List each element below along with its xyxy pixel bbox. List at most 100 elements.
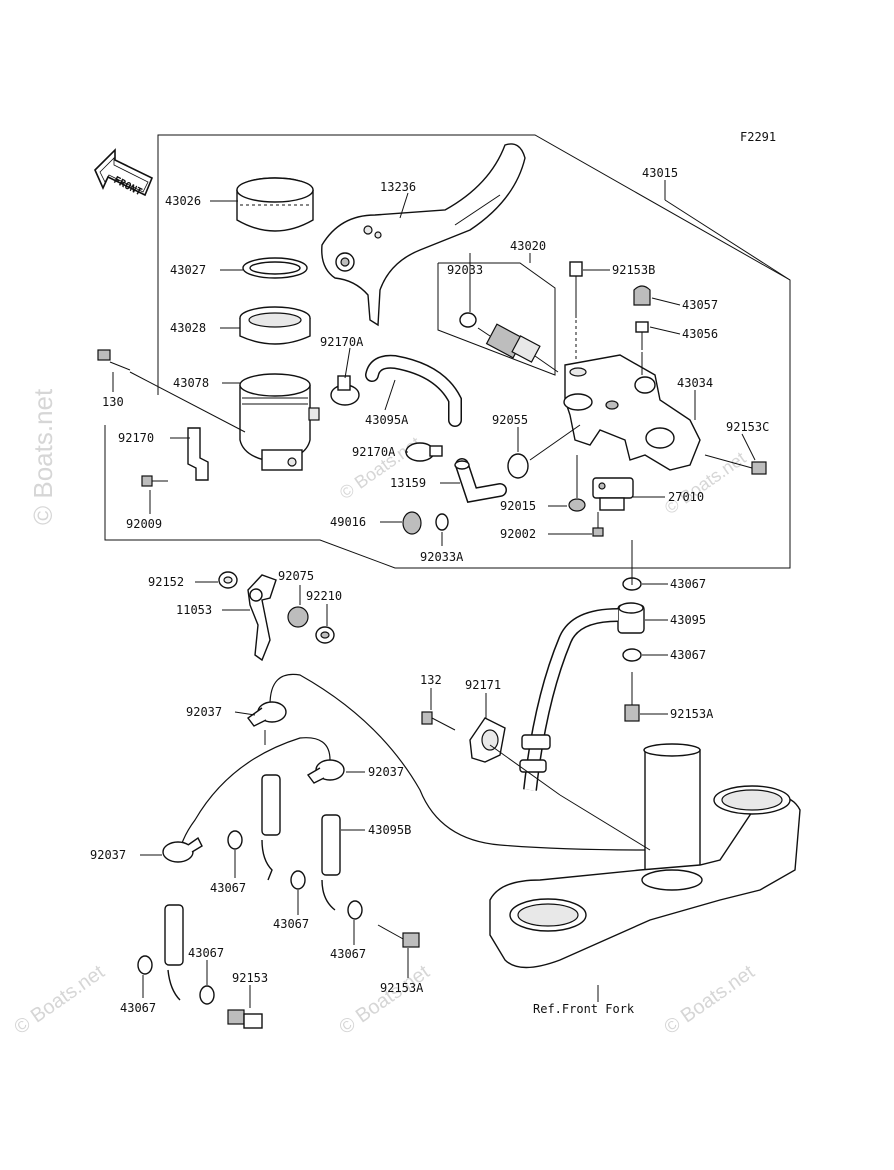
grommet-49016: [402, 511, 422, 535]
banjo-92037-lower-left: [162, 836, 203, 1001]
label-13159: 13159: [390, 476, 426, 490]
diaphragm-43028: [239, 306, 311, 345]
bracket-11053: [247, 574, 277, 662]
label-13236: 13236: [380, 180, 416, 194]
label-43067-e: 43067: [330, 947, 366, 961]
label-43078: 43078: [173, 376, 209, 390]
clamp-92171: [469, 717, 506, 763]
brake-lever-13236: [321, 143, 526, 327]
label-43095A: 43095A: [365, 413, 409, 427]
bolt-132: [421, 711, 456, 731]
label-49016: 49016: [330, 515, 366, 529]
label-92153C: 92153C: [726, 420, 769, 434]
label-43067-upper: 43067: [670, 577, 706, 591]
label-43095: 43095: [670, 613, 706, 627]
label-92015: 92015: [500, 499, 536, 513]
label-130: 130: [102, 395, 124, 409]
label-92055: 92055: [492, 413, 528, 427]
watermark-vertical: © Boats.net: [28, 388, 58, 525]
clamp-92170A-upper: [330, 375, 360, 406]
bolt-130: [97, 349, 246, 433]
label-92002: 92002: [500, 527, 536, 541]
label-92009: 92009: [126, 517, 162, 531]
banjo-hose-43095: [519, 602, 645, 791]
bleeder-valve-43056: [635, 321, 649, 375]
label-43056: 43056: [682, 327, 718, 341]
label-92210: 92210: [306, 589, 342, 603]
label-43067-middle: 43067: [670, 648, 706, 662]
label-43027: 43027: [170, 263, 206, 277]
label-92170A-upper: 92170A: [320, 335, 364, 349]
bleeder-cap-43057: [633, 285, 651, 306]
label-43028: 43028: [170, 321, 206, 335]
watermark-small: © Boats.net: [336, 433, 425, 503]
fitting-13159: [454, 458, 507, 503]
label-43067-d: 43067: [273, 917, 309, 931]
label-92033A: 92033A: [420, 550, 464, 564]
o-ring-92055: [507, 424, 581, 479]
label-ref-front-fork: Ref.Front Fork: [533, 1002, 635, 1016]
label-43034: 43034: [677, 376, 713, 390]
label-92037-lower-left: 92037: [90, 848, 126, 862]
diaphragm-plate-43027: [242, 257, 308, 279]
label-92153: 92153: [232, 971, 268, 985]
label-11053: 11053: [176, 603, 212, 617]
watermark-small: © Boats.net: [335, 961, 434, 1039]
bolt-92153B: [569, 261, 583, 362]
label-92037-upper-left: 92037: [186, 705, 222, 719]
reservoir-tank-43078: [239, 373, 320, 471]
front-fork-triple-clamp: [489, 743, 801, 1002]
label-43020: 43020: [510, 239, 546, 253]
label-92153A-lower: 92153A: [380, 981, 424, 995]
front-arrow-icon: FRONT: [94, 148, 154, 198]
label-43057: 43057: [682, 298, 718, 312]
banjo-bolt-92153A-upper: [624, 540, 640, 722]
bracket-92170: [187, 427, 209, 481]
master-cylinder-body-43034: [563, 354, 701, 471]
nut-92210: [315, 626, 335, 644]
switch-27010: [592, 477, 634, 511]
label-92170A-lower: 92170A: [352, 445, 396, 459]
bolt-92153C: [704, 454, 767, 475]
part-labels: 43015 13236 43026 43027 43028 43078 9217…: [90, 166, 769, 1016]
label-92170: 92170: [118, 431, 154, 445]
label-92171: 92171: [465, 678, 501, 692]
screw-92002: [592, 512, 604, 537]
label-92153B: 92153B: [612, 263, 655, 277]
label-43067-f: 43067: [188, 946, 224, 960]
piston-kit-43020: [437, 262, 559, 376]
watermark-small: © Boats.net: [10, 961, 109, 1039]
watermark-small: © Boats.net: [660, 961, 759, 1039]
washer-43067-middle: [622, 648, 642, 662]
label-92153A-upper: 92153A: [670, 707, 714, 721]
screw-92009: [141, 475, 168, 487]
reference-frame: [104, 134, 791, 569]
clamp-92170A-lower: [405, 442, 443, 462]
label-43095B: 43095B: [368, 823, 411, 837]
diagram-code: F2291: [740, 130, 776, 144]
banjo-bolt-92153: [227, 1009, 263, 1029]
reservoir-cap-43026: [236, 177, 314, 232]
nut-92015: [568, 455, 586, 512]
label-92033: 92033: [447, 263, 483, 277]
washers-43067-lower: [137, 830, 363, 1005]
label-92075: 92075: [278, 569, 314, 583]
banjo-92037-upper-right: [306, 759, 345, 911]
label-43067-c: 43067: [210, 881, 246, 895]
label-43067-g: 43067: [120, 1001, 156, 1015]
banjo-92037-upper-left: [247, 701, 287, 881]
circlip-92033A: [435, 513, 449, 531]
brake-hose-system: [177, 673, 651, 861]
damper-92075: [287, 606, 309, 628]
label-92037-upper-right: 92037: [368, 765, 404, 779]
leader-lines: [112, 180, 791, 1008]
label-132: 132: [420, 673, 442, 687]
label-27010: 27010: [668, 490, 704, 504]
hose-43095A: [365, 354, 462, 427]
label-43015: 43015: [642, 166, 678, 180]
label-43026: 43026: [165, 194, 201, 208]
collar-92152: [218, 571, 238, 589]
label-92152: 92152: [148, 575, 184, 589]
